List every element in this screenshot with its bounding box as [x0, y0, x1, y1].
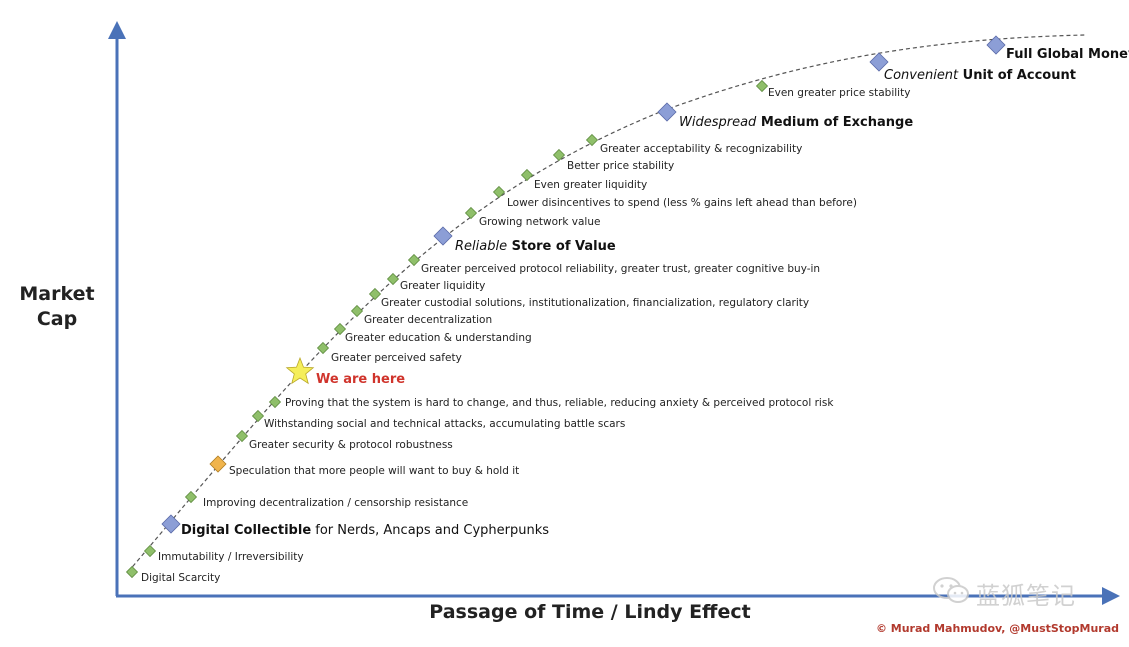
- milestone-label-price-stability: Better price stability: [567, 160, 674, 172]
- milestone-marker-price-stability: [552, 148, 566, 162]
- milestone-label-even-liquidity: Even greater liquidity: [534, 179, 647, 191]
- milestone-layer: Digital Scarcity Immutability / Irreversi…: [125, 35, 1129, 584]
- watermark-text: 蓝狐笔记: [976, 582, 1076, 610]
- milestone-marker-custodial: [368, 287, 382, 301]
- milestone-label-unit-of-account: Convenient Unit of Account: [884, 68, 1076, 83]
- milestone-label-security: Greater security & protocol robustness: [249, 439, 453, 451]
- milestone-perceived-safety: Greater perceived safety: [316, 341, 462, 364]
- milestone-marker-global-money: [986, 35, 1006, 55]
- milestone-marker-even-price-stability: [755, 79, 769, 93]
- milestone-proving: Proving that the system is hard to chang…: [268, 395, 834, 409]
- milestone-digital-collectible: Digital Collectible for Nerds, Ancaps an…: [161, 514, 549, 538]
- milestone-label-custodial: Greater custodial solutions, institution…: [381, 297, 809, 309]
- milestone-label-network-value: Growing network value: [479, 216, 600, 228]
- milestone-label-decentralization: Greater decentralization: [364, 314, 492, 326]
- milestone-acceptability: Greater acceptability & recognizability: [585, 133, 802, 155]
- milestone-reliability: Greater perceived protocol reliability, …: [407, 253, 820, 275]
- milestone-disincentives: Lower disincentives to spend (less % gai…: [492, 185, 857, 209]
- milestone-label-even-price-stability: Even greater price stability: [768, 87, 910, 99]
- milestone-label-speculation: Speculation that more people will want t…: [229, 465, 519, 477]
- milestone-marker-unit-of-account: [869, 52, 889, 72]
- milestone-label-we-are-here: We are here: [316, 372, 405, 387]
- milestone-label-medium-of-exchange: Widespread Medium of Exchange: [679, 115, 913, 130]
- milestone-global-money: Full Global Money: [986, 35, 1129, 62]
- milestone-marker-digital-collectible: [161, 514, 181, 534]
- milestone-marker-acceptability: [585, 133, 599, 147]
- milestone-marker-reliability: [407, 253, 421, 267]
- wechat-icon: [933, 577, 969, 603]
- milestone-label-acceptability: Greater acceptability & recognizability: [600, 143, 802, 155]
- milestone-medium-of-exchange: Widespread Medium of Exchange: [657, 102, 913, 130]
- credit-line: © Murad Mahmudov, @MustStopMurad: [875, 622, 1119, 635]
- milestone-label-disincentives: Lower disincentives to spend (less % gai…: [507, 197, 857, 209]
- milestone-marker-improving-decentralization: [184, 490, 198, 504]
- milestone-marker-disincentives: [492, 185, 506, 199]
- milestone-marker-digital-scarcity: [125, 565, 139, 579]
- milestone-marker-education: [333, 322, 347, 336]
- milestone-liquidity: Greater liquidity: [386, 272, 485, 292]
- watermark: 蓝狐笔记: [932, 574, 1102, 610]
- milestone-label-store-of-value: Reliable Store of Value: [455, 239, 616, 254]
- milestone-marker-even-liquidity: [520, 168, 534, 182]
- milestone-label-proving: Proving that the system is hard to chang…: [285, 397, 834, 409]
- milestone-even-liquidity: Even greater liquidity: [520, 168, 647, 191]
- milestone-marker-store-of-value: [433, 226, 453, 246]
- milestone-marker-network-value: [464, 206, 478, 220]
- milestone-decentralization: Greater decentralization: [350, 304, 492, 326]
- milestone-price-stability: Better price stability: [552, 148, 674, 172]
- milestone-marker-speculation: [209, 455, 227, 473]
- milestone-network-value: Growing network value: [464, 206, 600, 228]
- milestone-label-withstanding: Withstanding social and technical attack…: [264, 418, 625, 430]
- milestone-marker-perceived-safety: [316, 341, 330, 355]
- milestone-education: Greater education & understanding: [333, 322, 532, 344]
- milestone-marker-decentralization: [350, 304, 364, 318]
- x-axis-label: Passage of Time / Lindy Effect: [429, 601, 751, 623]
- y-axis-label-line1: Market: [19, 283, 95, 305]
- milestone-label-education: Greater education & understanding: [345, 332, 532, 344]
- y-axis-label: Market Cap: [14, 282, 100, 332]
- adoption-curve: [127, 34, 1086, 573]
- milestone-marker-proving: [268, 395, 282, 409]
- milestone-label-immutability: Immutability / Irreversibility: [158, 551, 304, 563]
- milestone-marker-security: [235, 429, 249, 443]
- milestone-marker-liquidity: [386, 272, 400, 286]
- milestone-label-reliability: Greater perceived protocol reliability, …: [421, 263, 820, 275]
- milestone-improving-decentralization: Improving decentralization / censorship …: [184, 490, 468, 509]
- milestone-label-digital-scarcity: Digital Scarcity: [141, 572, 220, 584]
- milestone-custodial: Greater custodial solutions, institution…: [368, 287, 809, 309]
- milestone-even-price-stability: Even greater price stability: [755, 79, 910, 99]
- milestone-speculation: Speculation that more people will want t…: [209, 455, 519, 477]
- milestone-security: Greater security & protocol robustness: [235, 429, 453, 451]
- milestone-label-digital-collectible: Digital Collectible for Nerds, Ancaps an…: [181, 523, 549, 538]
- milestone-marker-we-are-here: [285, 356, 315, 385]
- milestone-label-global-money: Full Global Money: [1006, 47, 1129, 62]
- milestone-label-improving-decentralization: Improving decentralization / censorship …: [203, 497, 468, 509]
- y-axis-label-line2: Cap: [36, 308, 78, 330]
- milestone-label-perceived-safety: Greater perceived safety: [331, 352, 462, 364]
- milestone-marker-immutability: [143, 544, 157, 558]
- milestone-digital-scarcity: Digital Scarcity: [125, 565, 220, 584]
- milestone-immutability: Immutability / Irreversibility: [143, 544, 304, 563]
- milestone-withstanding: Withstanding social and technical attack…: [251, 409, 625, 430]
- milestone-marker-medium-of-exchange: [657, 102, 677, 122]
- milestone-label-liquidity: Greater liquidity: [400, 280, 485, 292]
- milestone-we-are-here: We are here: [285, 356, 405, 387]
- milestone-marker-withstanding: [251, 409, 265, 423]
- milestone-unit-of-account: Convenient Unit of Account: [869, 52, 1076, 83]
- milestone-store-of-value: Reliable Store of Value: [433, 226, 616, 254]
